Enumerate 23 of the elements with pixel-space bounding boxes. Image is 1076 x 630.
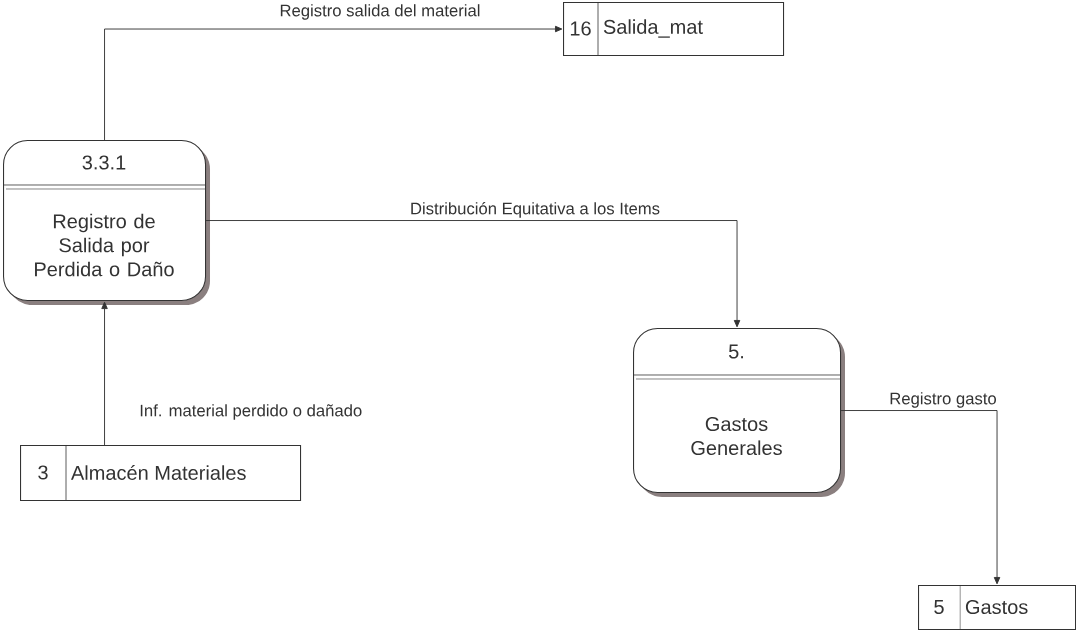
arrow (205, 220, 741, 328)
process-name: Gastos Generales (691, 416, 782, 456)
process-box (2, 140, 210, 305)
process-box (632, 328, 845, 497)
store-number: 16 (570, 21, 591, 36)
arrow (840, 410, 1001, 585)
data-store (20, 444, 302, 502)
process-name: Registro de Salida por Perdida o Daño (35, 213, 174, 277)
process-number: 3.3.1 (82, 155, 126, 170)
edge-label: Distribución Equitativa a los Items (407, 200, 663, 220)
arrow (104, 25, 563, 141)
data-store (918, 584, 1076, 630)
edge-label: Registro salida del material (277, 2, 483, 22)
process-number: 5. (728, 344, 743, 359)
store-number: 3 (38, 465, 48, 480)
store-name: Gastos (965, 599, 1028, 615)
store-name: Almacén Materiales (71, 465, 246, 480)
data-store (563, 1, 785, 57)
edge-label: Inf. material perdido o dañado (137, 402, 365, 422)
arrow (101, 301, 108, 446)
edge-label: Registro gasto (887, 390, 999, 410)
store-number: 5 (934, 600, 944, 614)
store-name: Salida_mat (603, 19, 703, 38)
